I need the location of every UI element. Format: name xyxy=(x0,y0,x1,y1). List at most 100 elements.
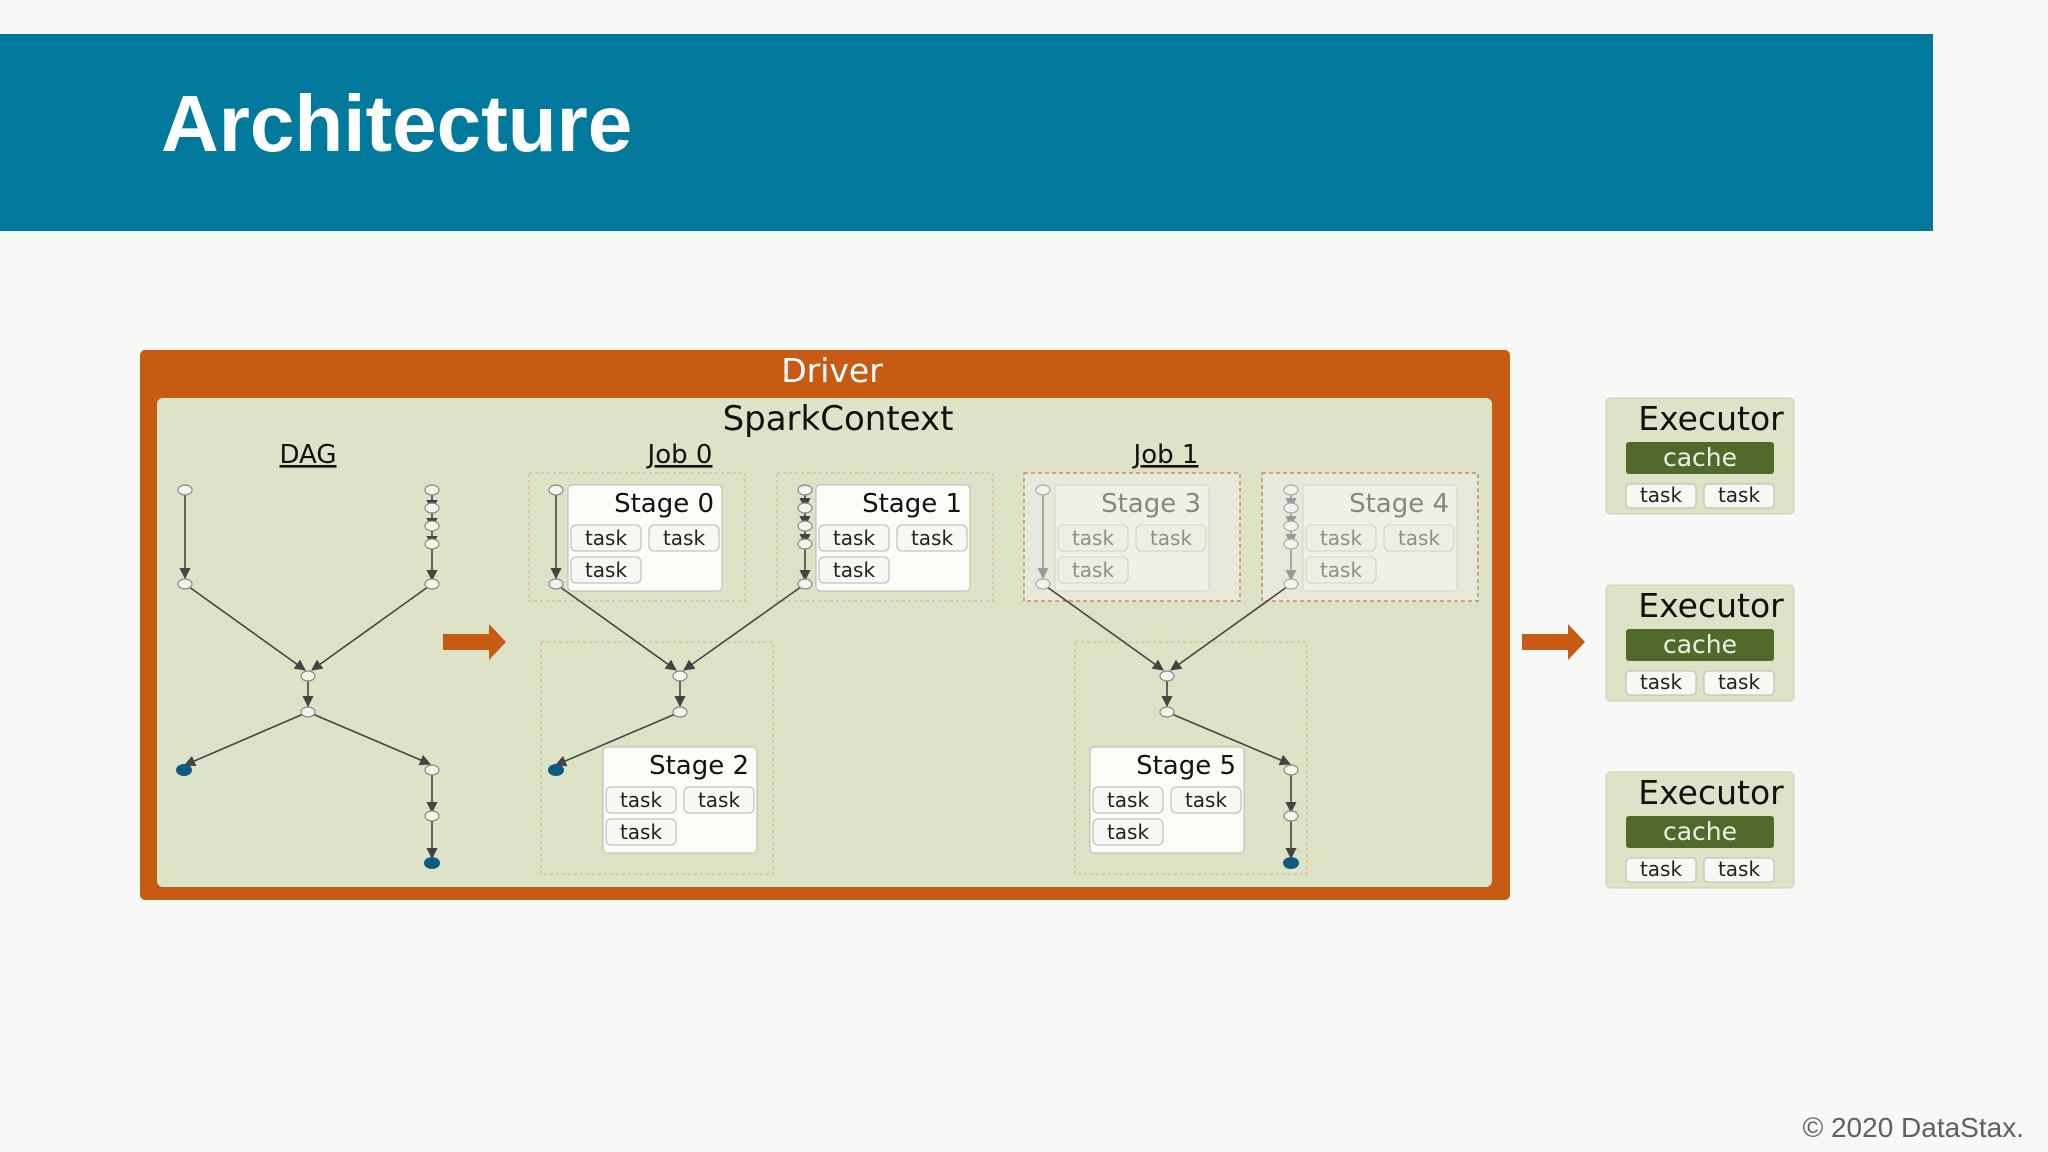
stage-2-task-chip xyxy=(683,786,755,814)
stage-4-task-label: task xyxy=(1320,558,1363,582)
executor-2-cache-label: cache xyxy=(1663,817,1737,846)
job-0-edges xyxy=(550,490,811,767)
stage-1-task-chip xyxy=(896,524,968,552)
executor-0-task-label: task xyxy=(1718,483,1761,507)
stage-3-task-label: task xyxy=(1150,526,1193,550)
stage-5-task-chip xyxy=(1092,818,1164,846)
dag-nodes xyxy=(177,484,440,822)
job-1-edges xyxy=(1037,490,1297,860)
stage-3-box: Stage 3 task task task xyxy=(1054,484,1210,592)
executor-0-task-chip xyxy=(1625,483,1697,509)
spark-context-label: SparkContext xyxy=(723,399,954,439)
stage-2-task-label: task xyxy=(698,788,741,812)
stage-3-task-chip xyxy=(1057,556,1129,584)
job-0-terminal-node xyxy=(548,764,564,776)
executor-1-task-label: task xyxy=(1718,670,1761,694)
stage-4-label: Stage 4 xyxy=(1349,489,1449,519)
stage-4-group xyxy=(1261,472,1479,602)
executor-2-task-chip xyxy=(1703,857,1775,883)
stage-0-task-chip xyxy=(570,524,642,552)
stage-4-card xyxy=(1302,484,1458,592)
stage-3-task-chip xyxy=(1057,524,1129,552)
stage-3-label: Stage 3 xyxy=(1101,489,1201,519)
stage-2-task-chip xyxy=(605,818,677,846)
title-bar xyxy=(0,34,1933,231)
dag-edges xyxy=(179,492,438,860)
stage-2-label: Stage 2 xyxy=(649,751,749,781)
stage-0-task-chip xyxy=(570,556,642,584)
stage-1-task-chip xyxy=(818,524,890,552)
executor-0-cache-bar xyxy=(1626,442,1774,474)
stage-5-task-chip xyxy=(1170,786,1242,814)
executor-1-task-label: task xyxy=(1640,670,1683,694)
stage-2-box: Stage 2 task task task xyxy=(602,746,758,854)
executor-0-label: Executor xyxy=(1638,399,1784,438)
executor-0-cache-label: cache xyxy=(1663,443,1737,472)
stage-1-label: Stage 1 xyxy=(862,489,962,519)
stage-2-task-label: task xyxy=(620,788,663,812)
stage-2-task-chip xyxy=(605,786,677,814)
executor-0-task-label: task xyxy=(1640,483,1683,507)
stage-2-group xyxy=(540,641,774,875)
stage-1-task-chip xyxy=(818,556,890,584)
stage-4-box: Stage 4 task task task xyxy=(1302,484,1458,592)
stage-2-task-label: task xyxy=(620,820,663,844)
stage-3-card xyxy=(1054,484,1210,592)
stage-5-box: Stage 5 task task task xyxy=(1089,746,1245,854)
executor-0-task-chip xyxy=(1703,483,1775,509)
stage-1-box: Stage 1 task task task xyxy=(815,484,971,592)
executor-2-label: Executor xyxy=(1638,773,1784,812)
stage-5-task-label: task xyxy=(1107,788,1150,812)
executor-1-cache-label: cache xyxy=(1663,630,1737,659)
stage-1-task-label: task xyxy=(833,526,876,550)
executor-2-task-label: task xyxy=(1718,857,1761,881)
stage-3-task-chip xyxy=(1135,524,1207,552)
copyright-notice: © 2020 DataStax. xyxy=(1802,1112,2024,1143)
stage-0-label: Stage 0 xyxy=(614,489,714,519)
executor-0: Executor cache task task xyxy=(1605,397,1795,515)
stage-0-box: Stage 0 task task task xyxy=(567,484,723,592)
stage-3-task-label: task xyxy=(1072,526,1115,550)
stage-0-task-label: task xyxy=(663,526,706,550)
stage-5-task-chip xyxy=(1092,786,1164,814)
job-1-label: Job 1 xyxy=(1132,440,1199,470)
stage-4-task-chip xyxy=(1383,524,1455,552)
stage-4-task-label: task xyxy=(1398,526,1441,550)
driver-to-executors-arrow xyxy=(1522,624,1585,660)
stage-4-task-chip xyxy=(1305,556,1377,584)
stage-5-label: Stage 5 xyxy=(1136,751,1236,781)
stage-4-task-label: task xyxy=(1320,526,1363,550)
executor-1-task-chip xyxy=(1703,670,1775,696)
dag-label: DAG xyxy=(279,440,336,470)
stage-1-task-label: task xyxy=(833,558,876,582)
driver-label: Driver xyxy=(781,351,883,390)
executor-1-task-chip xyxy=(1625,670,1697,696)
stage-5-task-label: task xyxy=(1185,788,1228,812)
executor-2-cache-bar xyxy=(1626,816,1774,848)
job-0-label: Job 0 xyxy=(646,440,713,470)
executor-2-task-chip xyxy=(1625,857,1697,883)
stage-0-task-label: task xyxy=(585,526,628,550)
stage-0-task-label: task xyxy=(585,558,628,582)
executor-1: Executor cache task task xyxy=(1605,584,1795,702)
stage-0-group xyxy=(528,472,746,602)
stage-5-task-label: task xyxy=(1107,820,1150,844)
stage-1-group xyxy=(776,472,994,602)
stage-5-group xyxy=(1074,641,1308,875)
dag-to-jobs-arrow xyxy=(443,624,506,660)
executor-1-cache-bar xyxy=(1626,629,1774,661)
dag-terminal-nodes xyxy=(176,764,440,869)
job-1-nodes xyxy=(1035,484,1299,822)
stage-4-task-chip xyxy=(1305,524,1377,552)
stage-3-task-label: task xyxy=(1072,558,1115,582)
stage-0-task-chip xyxy=(648,524,720,552)
job-0-nodes xyxy=(548,484,813,718)
job-1-terminal-node xyxy=(1283,857,1299,869)
stage-1-task-label: task xyxy=(911,526,954,550)
executor-1-label: Executor xyxy=(1638,586,1784,625)
stage-3-group xyxy=(1023,472,1241,602)
